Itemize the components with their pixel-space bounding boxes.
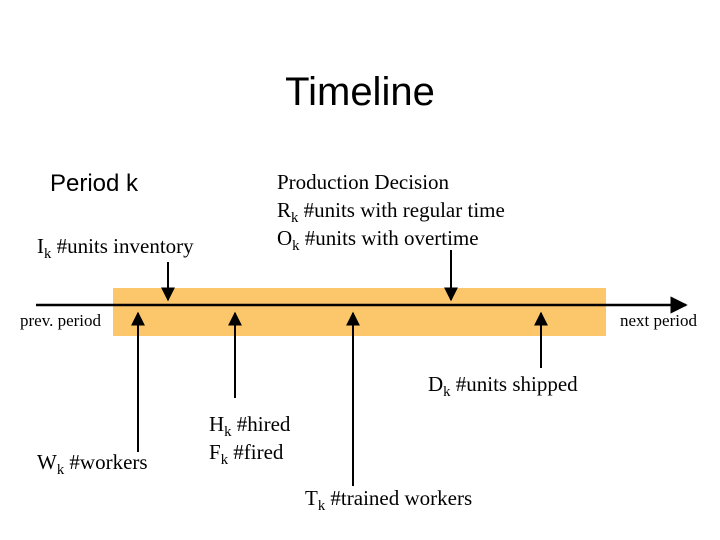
- production-decision-block: Production Decision Rk #units with regul…: [277, 168, 505, 255]
- production-decision-heading: Production Decision: [277, 170, 450, 194]
- inventory-label: Ik #units inventory: [37, 234, 194, 263]
- regular-time-label: Rk #units with regular time: [277, 198, 505, 227]
- hired-label: Hk #hired: [209, 412, 291, 441]
- workers-label: Wk #workers: [37, 450, 148, 479]
- hired-fired-block: Hk #hired Fk #fired: [209, 410, 291, 469]
- next-period-label: next period: [620, 311, 697, 330]
- trained-workers-label: Tk #trained workers: [305, 486, 473, 515]
- shipped-label: Dk #units shipped: [428, 372, 578, 401]
- period-label: Period k: [50, 170, 139, 197]
- fired-label: Fk #fired: [209, 440, 284, 469]
- page-title: Timeline: [285, 70, 435, 114]
- period-band: [113, 288, 606, 336]
- prev-period-label: prev. period: [20, 311, 102, 330]
- overtime-label: Ok #units with overtime: [277, 226, 479, 255]
